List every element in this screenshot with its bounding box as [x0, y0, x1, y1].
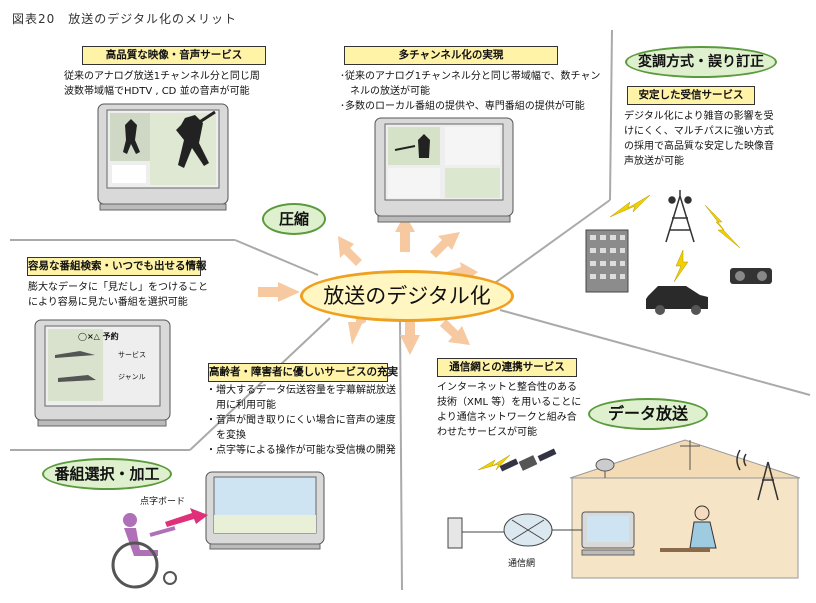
tv-genre-label: ジャンル — [118, 373, 146, 381]
desc-line: ネルの放送が可能 — [340, 86, 430, 97]
tv-multichannel — [374, 117, 514, 223]
network-link-title: 通信網との連携サービス — [437, 358, 577, 377]
tv-program-title: ◯×△ 予約 — [78, 332, 119, 341]
arrow-up — [395, 214, 415, 252]
arrow-up-left — [338, 236, 362, 266]
desc-line: 波数帯域幅でHDTV , CD 並の音声が可能 — [64, 86, 250, 97]
desc-line: より通信ネットワークと組み合 — [437, 412, 577, 423]
tv-service-label: サービス — [118, 351, 146, 359]
accessibility-title: 高齢者・障害者に優しいサービスの充実 — [208, 363, 398, 382]
tv-hd-sports — [97, 103, 229, 211]
desc-line: ･従来のアナログ1チャンネル分と同じ帯域幅で、数チャン — [340, 71, 601, 82]
desc-line: 用に利用可能 — [206, 400, 276, 411]
stable-reception-desc: デジタル化により雑音の影響を受 けにくく、マルチパスに強い方式 の採用で高品質な… — [624, 109, 806, 169]
program-selection-oval: 番組選択・加工 — [42, 458, 172, 490]
program-search-title: 容易な番組検索・いつでも出せる情報 — [27, 257, 207, 276]
network-link-desc: インターネットと整合性のある 技術（XML 等）を用いることに より通信ネットワ… — [437, 380, 597, 440]
lightning-bolts — [477, 194, 741, 471]
building — [585, 229, 629, 293]
satellite-dish — [595, 458, 615, 478]
desc-line: 従来のアナログ放送1チャンネル分と同じ周 — [64, 71, 260, 82]
hd-quality-desc: 従来のアナログ放送1チャンネル分と同じ周 波数帯域幅でHDTV , CD 並の音… — [64, 69, 294, 99]
figure-title: 図表20 放送のデジタル化のメリット — [12, 12, 238, 26]
desc-line: ・点字等による操作が可能な受信機の開発 — [206, 445, 396, 456]
satellite — [499, 448, 557, 472]
center-oval: 放送のデジタル化 — [300, 270, 514, 322]
desc-line: 膨大なデータに「見だし」をつけること — [28, 282, 208, 293]
network-diagram — [447, 513, 582, 549]
arrow-down — [400, 318, 420, 355]
desc-line: 声放送が可能 — [624, 156, 684, 167]
hd-quality-title: 高品質な映像・音声サービス — [82, 46, 266, 65]
transmission-tower — [665, 190, 695, 243]
section-divider-lines — [10, 29, 811, 591]
tv-program-guide — [34, 319, 171, 427]
desc-line: インターネットと整合性のある — [437, 382, 577, 393]
radio — [730, 268, 772, 284]
network-label: 通信網 — [508, 559, 536, 569]
multichannel-desc: ･従来のアナログ1チャンネル分と同じ帯域幅で、数チャン ネルの放送が可能 ･多数… — [340, 69, 602, 114]
desc-line: デジタル化により雑音の影響を受 — [624, 111, 774, 122]
broadcast-tower-right — [736, 449, 779, 501]
desc-line: ･多数のローカル番組の提供や、専門番組の提供が可能 — [340, 101, 585, 112]
car — [646, 286, 708, 315]
tv-braille — [205, 471, 325, 550]
compression-oval: 圧縮 — [262, 203, 326, 235]
data-broadcast-oval: データ放送 — [588, 398, 708, 430]
program-search-desc: 膨大なデータに「見だし」をつけること により容易に見たい番組を選択可能 — [28, 280, 228, 310]
arrow-left — [258, 282, 300, 302]
stable-reception-title: 安定した受信サービス — [627, 86, 755, 105]
desc-line: により容易に見たい番組を選択可能 — [28, 297, 188, 308]
desc-line: ・音声が聞き取りにくい場合に音声の速度 — [206, 415, 396, 426]
braille-board-label: 点字ボード — [140, 497, 186, 507]
braille-arrow — [165, 508, 208, 527]
desc-line: 技術（XML 等）を用いることに — [437, 397, 582, 408]
arrow-up-right — [430, 232, 460, 258]
wheelchair-user — [111, 513, 177, 589]
arrow-down-left — [348, 312, 366, 345]
desc-line: を変換 — [206, 430, 246, 441]
desc-line: わせたサービスが可能 — [437, 427, 537, 438]
desc-line: の採用で高品質な安定した映像音 — [624, 141, 774, 152]
desc-line: ・増大するデータ伝送容量を字幕解説放送 — [206, 385, 396, 396]
desc-line: けにくく、マルチパスに強い方式 — [624, 126, 774, 137]
arrow-down-right — [440, 319, 470, 345]
accessibility-desc: ・増大するデータ伝送容量を字幕解説放送 用に利用可能 ・音声が聞き取りにくい場合… — [206, 383, 398, 458]
person-at-desk — [660, 505, 717, 552]
modulation-oval: 変調方式・誤り訂正 — [625, 46, 777, 78]
multichannel-title: 多チャンネル化の実現 — [344, 46, 558, 65]
